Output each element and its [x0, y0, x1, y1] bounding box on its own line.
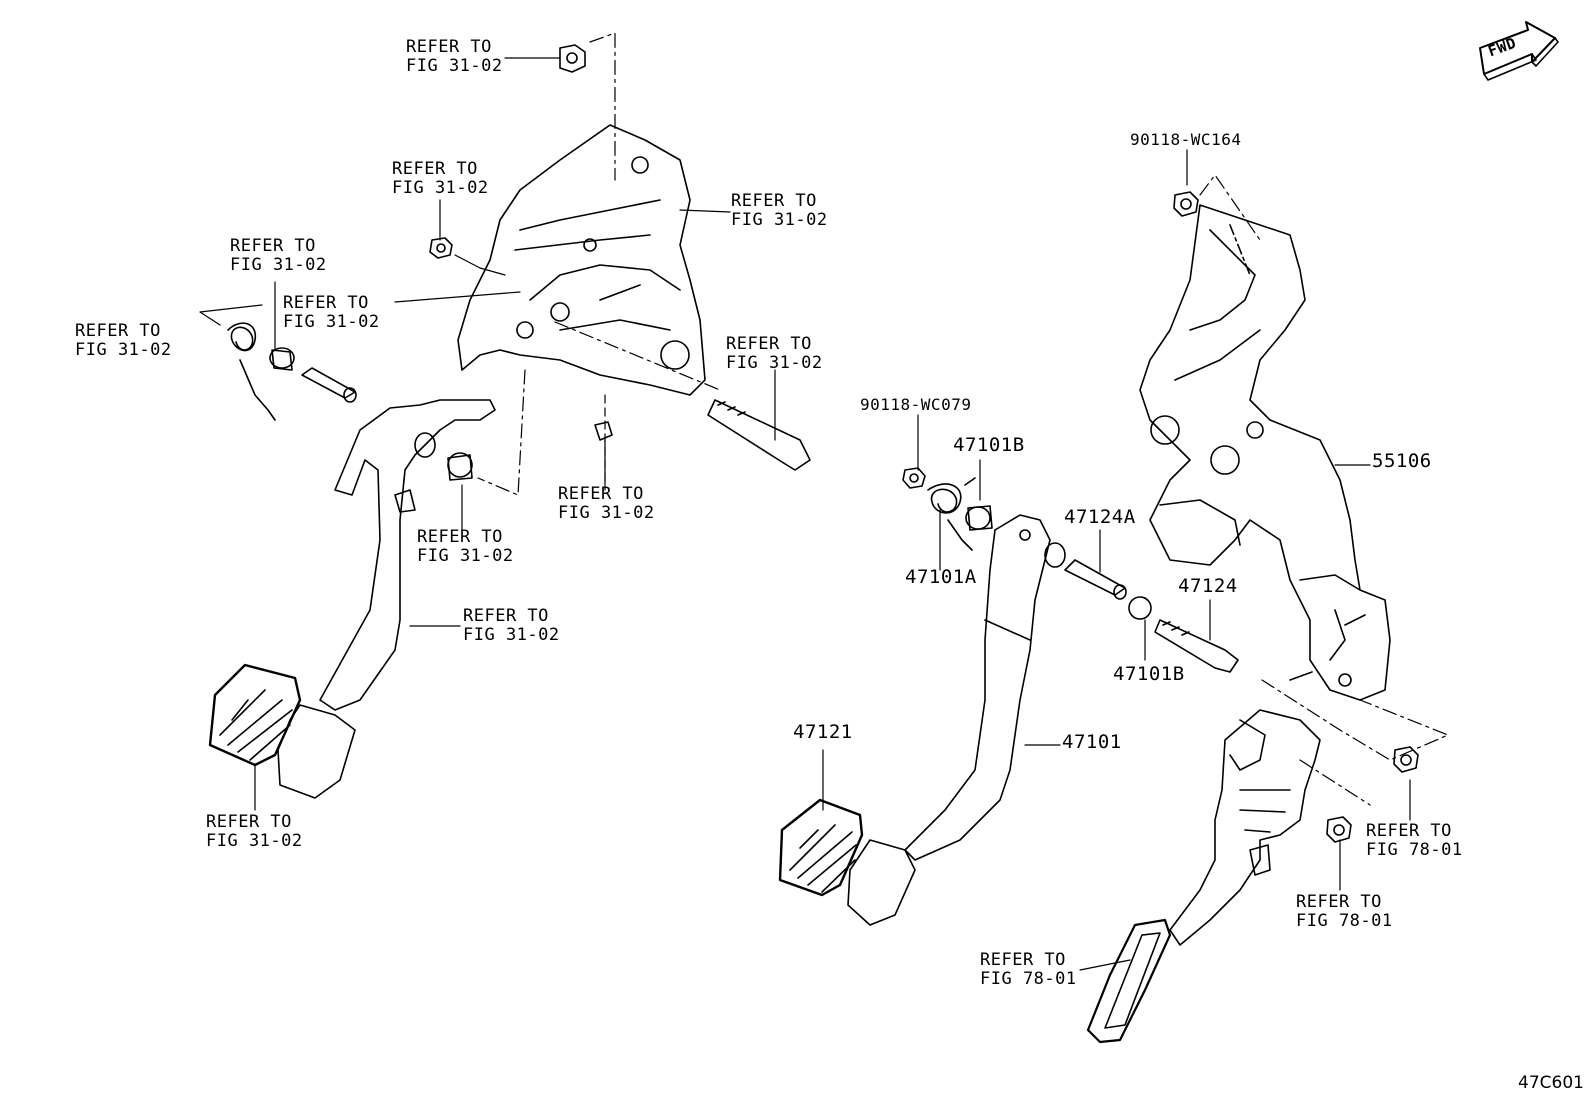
refer-label-bracket: REFER TO FIG 31-02 [731, 192, 828, 230]
refer-label-nut-lower: REFER TO FIG 78-01 [1296, 893, 1393, 931]
refer-label-top: REFER TO FIG 31-02 [406, 38, 503, 76]
part-47101b-top: 47101B [953, 434, 1025, 456]
refer-line-1: REFER TO [206, 812, 292, 832]
accelerator-pedal [1086, 709, 1321, 1044]
refer-line-1: REFER TO [980, 950, 1066, 970]
right-pedal-pad-47121 [778, 798, 864, 897]
left-leader-lines [199, 32, 776, 811]
refer-line-1: REFER TO [463, 606, 549, 626]
figure-id: 47C601 [1518, 1073, 1584, 1093]
refer-line-1: REFER TO [1366, 821, 1452, 841]
part-90118-wc079: 90118-WC079 [860, 395, 972, 414]
right-pedal-arm-47101 [847, 514, 1066, 926]
refer-line-1: REFER TO [406, 37, 492, 57]
left-pedal-arm [277, 399, 496, 799]
refer-line-1: REFER TO [726, 334, 812, 354]
refer-line-1: REFER TO [558, 484, 644, 504]
right-small-parts [902, 191, 1419, 843]
part-47101b-bottom: 47101B [1113, 663, 1185, 685]
refer-label-pad: REFER TO FIG 31-02 [206, 813, 303, 851]
refer-label-bushing: REFER TO FIG 31-02 [230, 237, 327, 275]
refer-line-2: FIG 31-02 [726, 353, 823, 373]
part-47124: 47124 [1178, 575, 1238, 597]
refer-line-1: REFER TO [230, 236, 316, 256]
refer-line-2: FIG 31-02 [406, 56, 503, 76]
refer-line-2: FIG 31-02 [75, 340, 172, 360]
fwd-arrow-icon [1479, 21, 1559, 81]
left-pedal-pad-cover [208, 663, 302, 767]
part-47101a: 47101A [905, 566, 977, 588]
right-bracket-55106 [1139, 204, 1391, 701]
refer-label-bushing-2: REFER TO FIG 31-02 [417, 528, 514, 566]
refer-label-nut: REFER TO FIG 31-02 [392, 160, 489, 198]
refer-line-2: FIG 31-02 [558, 503, 655, 523]
refer-line-1: REFER TO [75, 321, 161, 341]
refer-line-1: REFER TO [1296, 892, 1382, 912]
refer-line-1: REFER TO [417, 527, 503, 547]
part-47101: 47101 [1062, 731, 1122, 753]
refer-line-2: FIG 31-02 [392, 178, 489, 198]
refer-line-1: REFER TO [392, 159, 478, 179]
refer-label-pin: REFER TO FIG 31-02 [283, 294, 380, 332]
refer-label-screw: REFER TO FIG 31-02 [558, 485, 655, 523]
refer-label-pedal-arm: REFER TO FIG 31-02 [463, 607, 560, 645]
left-small-parts [227, 44, 811, 481]
refer-line-2: FIG 31-02 [206, 831, 303, 851]
part-55106: 55106 [1372, 450, 1432, 472]
refer-label-spring: REFER TO FIG 31-02 [75, 322, 172, 360]
refer-line-2: FIG 31-02 [731, 210, 828, 230]
refer-line-1: REFER TO [731, 191, 817, 211]
refer-label-accel-pedal: REFER TO FIG 78-01 [980, 951, 1077, 989]
refer-line-1: REFER TO [283, 293, 369, 313]
refer-line-2: FIG 31-02 [463, 625, 560, 645]
part-90118-wc164: 90118-WC164 [1130, 130, 1242, 149]
refer-line-2: FIG 31-02 [230, 255, 327, 275]
refer-line-2: FIG 31-02 [417, 546, 514, 566]
refer-label-nut-right: REFER TO FIG 78-01 [1366, 822, 1463, 860]
part-47124a: 47124A [1064, 506, 1136, 528]
refer-line-2: FIG 78-01 [1296, 911, 1393, 931]
refer-line-2: FIG 78-01 [1366, 840, 1463, 860]
refer-label-bolt: REFER TO FIG 31-02 [726, 335, 823, 373]
refer-line-2: FIG 31-02 [283, 312, 380, 332]
part-47121: 47121 [793, 721, 853, 743]
left-bracket [457, 124, 706, 396]
refer-line-2: FIG 78-01 [980, 969, 1077, 989]
